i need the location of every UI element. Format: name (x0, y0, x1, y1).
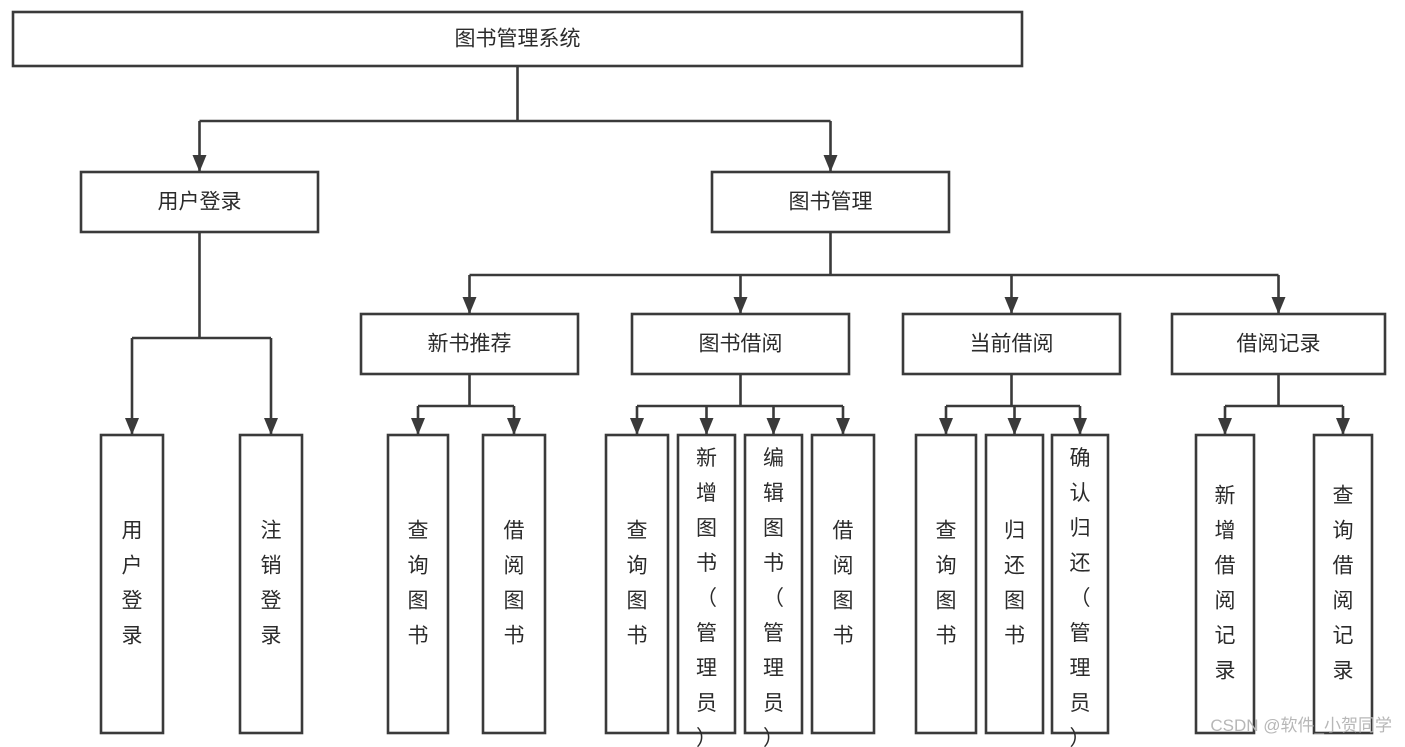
node-box-leaf-logout (238, 433, 304, 735)
arrowhead-icon (1218, 418, 1232, 435)
node-label-book-management: 图书管理 (789, 191, 873, 214)
node-leaf-confirm-return-admin[interactable]: 确认归还（管理员） (1050, 433, 1110, 747)
node-leaf-add-borrow-record[interactable]: 新增借阅记录 (1194, 433, 1256, 735)
node-leaf-return-book[interactable]: 归还图书 (984, 433, 1045, 735)
edge-group-book-management (462, 232, 1286, 314)
node-box-user-login (79, 170, 320, 234)
node-label-user-login: 用户登录 (158, 191, 242, 214)
edge-group-book-borrow (630, 374, 850, 435)
node-box-leaf-borrow-book-recommend (481, 433, 547, 735)
node-label-leaf-query-book-recommend: 查询图书 (408, 519, 429, 647)
node-label-leaf-confirm-return-admin: 确认归还（管理员） (1070, 447, 1091, 747)
node-book-borrow[interactable]: 图书借阅 (630, 312, 851, 376)
node-label-leaf-query-book-borrow: 查询图书 (627, 519, 648, 647)
node-leaf-borrow-book-recommend[interactable]: 借阅图书 (481, 433, 547, 735)
node-label-leaf-query-book-current: 查询图书 (936, 519, 957, 647)
arrowhead-icon (766, 418, 781, 435)
node-label-new-book-recommend: 新书推荐 (428, 333, 512, 356)
edge-group-root (192, 66, 838, 172)
arrowhead-icon (733, 297, 748, 314)
nodes-layer: 图书管理系统用户登录图书管理新书推荐图书借阅当前借阅借阅记录用户登录注销登录查询… (11, 10, 1387, 747)
arrowhead-icon (411, 418, 425, 435)
edge-group-user-login (125, 232, 278, 435)
arrowhead-icon (1271, 297, 1286, 314)
node-box-leaf-query-book-recommend (386, 433, 450, 735)
node-user-login[interactable]: 用户登录 (79, 170, 320, 234)
node-new-book-recommend[interactable]: 新书推荐 (359, 312, 580, 376)
node-label-leaf-borrow-book-recommend: 借阅图书 (504, 519, 525, 647)
arrowhead-icon (1004, 297, 1019, 314)
csdn-watermark: CSDN @软件_小贺同学 (1210, 716, 1392, 735)
node-box-new-book-recommend (359, 312, 580, 376)
node-leaf-borrow-book[interactable]: 借阅图书 (810, 433, 876, 735)
node-label-leaf-add-borrow-record: 新增借阅记录 (1215, 484, 1236, 682)
node-label-leaf-return-book: 归还图书 (1004, 519, 1025, 647)
node-leaf-edit-book-admin[interactable]: 编辑图书（管理员） (743, 433, 804, 747)
arrowhead-icon (462, 297, 477, 314)
node-borrow-record[interactable]: 借阅记录 (1170, 312, 1387, 376)
arrowhead-icon (939, 418, 953, 435)
connectors-layer (125, 66, 1350, 435)
node-root[interactable]: 图书管理系统 (11, 10, 1024, 68)
node-leaf-query-book-recommend[interactable]: 查询图书 (386, 433, 450, 735)
node-box-leaf-user-login (99, 433, 165, 735)
node-leaf-query-borrow-record[interactable]: 查询借阅记录 (1312, 433, 1374, 735)
node-label-borrow-record: 借阅记录 (1237, 333, 1321, 356)
arrowhead-icon (192, 155, 207, 172)
edge-group-new-book-recommend (411, 374, 521, 435)
node-box-leaf-query-book-borrow (604, 433, 670, 735)
node-box-leaf-query-borrow-record (1312, 433, 1374, 735)
arrowhead-icon (264, 418, 278, 435)
node-leaf-logout[interactable]: 注销登录 (238, 433, 304, 735)
arrowhead-icon (836, 418, 850, 435)
arrowhead-icon (699, 418, 714, 435)
arrowhead-icon (630, 418, 644, 435)
node-label-leaf-user-login: 用户登录 (122, 519, 143, 647)
node-box-borrow-record (1170, 312, 1387, 376)
node-label-leaf-edit-book-admin: 编辑图书（管理员） (763, 447, 784, 747)
node-box-leaf-add-borrow-record (1194, 433, 1256, 735)
arrowhead-icon (507, 418, 521, 435)
node-current-borrow[interactable]: 当前借阅 (901, 312, 1122, 376)
node-box-leaf-add-book-admin (676, 433, 737, 735)
node-label-leaf-add-book-admin: 新增图书（管理员） (696, 447, 717, 747)
node-book-management[interactable]: 图书管理 (710, 170, 951, 234)
arrowhead-icon (1073, 418, 1087, 435)
node-label-leaf-logout: 注销登录 (261, 519, 282, 647)
edge-group-borrow-record (1218, 374, 1350, 435)
node-box-book-management (710, 170, 951, 234)
arrowhead-icon (125, 418, 139, 435)
node-label-root: 图书管理系统 (455, 28, 581, 51)
node-label-current-borrow: 当前借阅 (970, 333, 1054, 356)
node-leaf-query-book-borrow[interactable]: 查询图书 (604, 433, 670, 735)
node-label-leaf-borrow-book: 借阅图书 (833, 519, 854, 647)
node-box-leaf-return-book (984, 433, 1045, 735)
arrowhead-icon (1007, 418, 1022, 435)
node-box-leaf-edit-book-admin (743, 433, 804, 735)
edge-group-current-borrow (939, 374, 1087, 435)
arrowhead-icon (823, 155, 838, 172)
arrowhead-icon (1336, 418, 1350, 435)
node-leaf-query-book-current[interactable]: 查询图书 (914, 433, 978, 735)
node-box-book-borrow (630, 312, 851, 376)
node-box-leaf-confirm-return-admin (1050, 433, 1110, 735)
node-leaf-add-book-admin[interactable]: 新增图书（管理员） (676, 433, 737, 747)
node-leaf-user-login[interactable]: 用户登录 (99, 433, 165, 735)
node-box-current-borrow (901, 312, 1122, 376)
node-box-leaf-query-book-current (914, 433, 978, 735)
node-box-root (11, 10, 1024, 68)
node-label-book-borrow: 图书借阅 (699, 333, 783, 356)
node-box-leaf-borrow-book (810, 433, 876, 735)
node-label-leaf-query-borrow-record: 查询借阅记录 (1333, 484, 1354, 682)
